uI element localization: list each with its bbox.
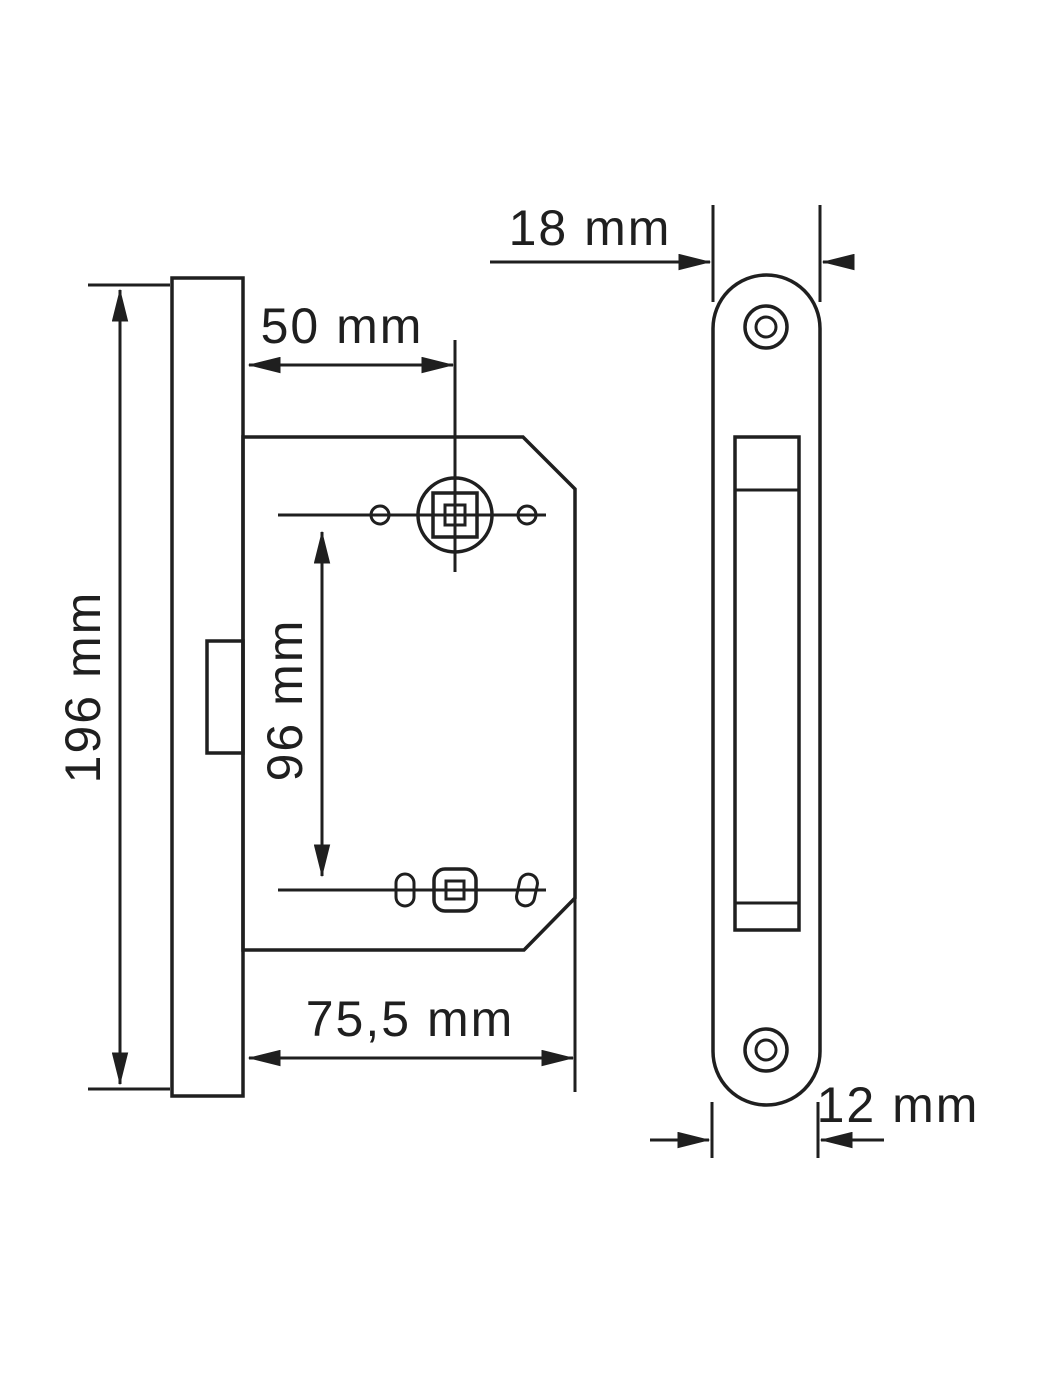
latch-bolt	[205, 639, 245, 755]
dimension-18: 18 mm	[490, 200, 855, 302]
spindle-hole	[416, 476, 494, 554]
faceplate-front	[711, 273, 822, 1107]
lower-square-hole-center	[444, 879, 466, 901]
dimension-75-5: 75,5 mm	[247, 898, 577, 1092]
dimension-label-height: 196 mm	[55, 591, 111, 784]
dimension-12: 12 mm	[650, 1077, 980, 1158]
side-view: 196 mm 50 mm 96 mm 75,5 mm	[55, 276, 577, 1098]
screw-hole-bottom-outer	[743, 1027, 789, 1073]
spindle-square-center	[443, 503, 467, 527]
lower-square-hole	[432, 867, 478, 913]
dimension-50: 50 mm	[247, 298, 455, 374]
dimension-96: 96 mm	[257, 530, 331, 878]
dimension-label-thickness: 12 mm	[817, 1077, 980, 1133]
screw-hole-top-outer	[743, 304, 789, 350]
dimension-label-body-depth: 75,5 mm	[306, 991, 515, 1047]
lower-slot-left	[394, 872, 416, 908]
screw-hole-top-inner	[754, 315, 778, 339]
front-view: 18 mm 12 mm	[490, 200, 980, 1158]
fixing-hole-left	[369, 504, 391, 526]
spindle-square-follower	[431, 491, 479, 539]
dimension-label-faceplate-width: 18 mm	[509, 200, 672, 256]
dimension-label-backset: 50 mm	[261, 298, 424, 354]
lower-slot-right	[515, 872, 539, 908]
dimension-label-hole-spacing: 96 mm	[257, 619, 313, 782]
latch-channel	[733, 435, 801, 932]
screw-hole-bottom-inner	[754, 1038, 778, 1062]
dimension-196: 196 mm	[55, 283, 170, 1091]
fixing-hole-right	[516, 504, 538, 526]
